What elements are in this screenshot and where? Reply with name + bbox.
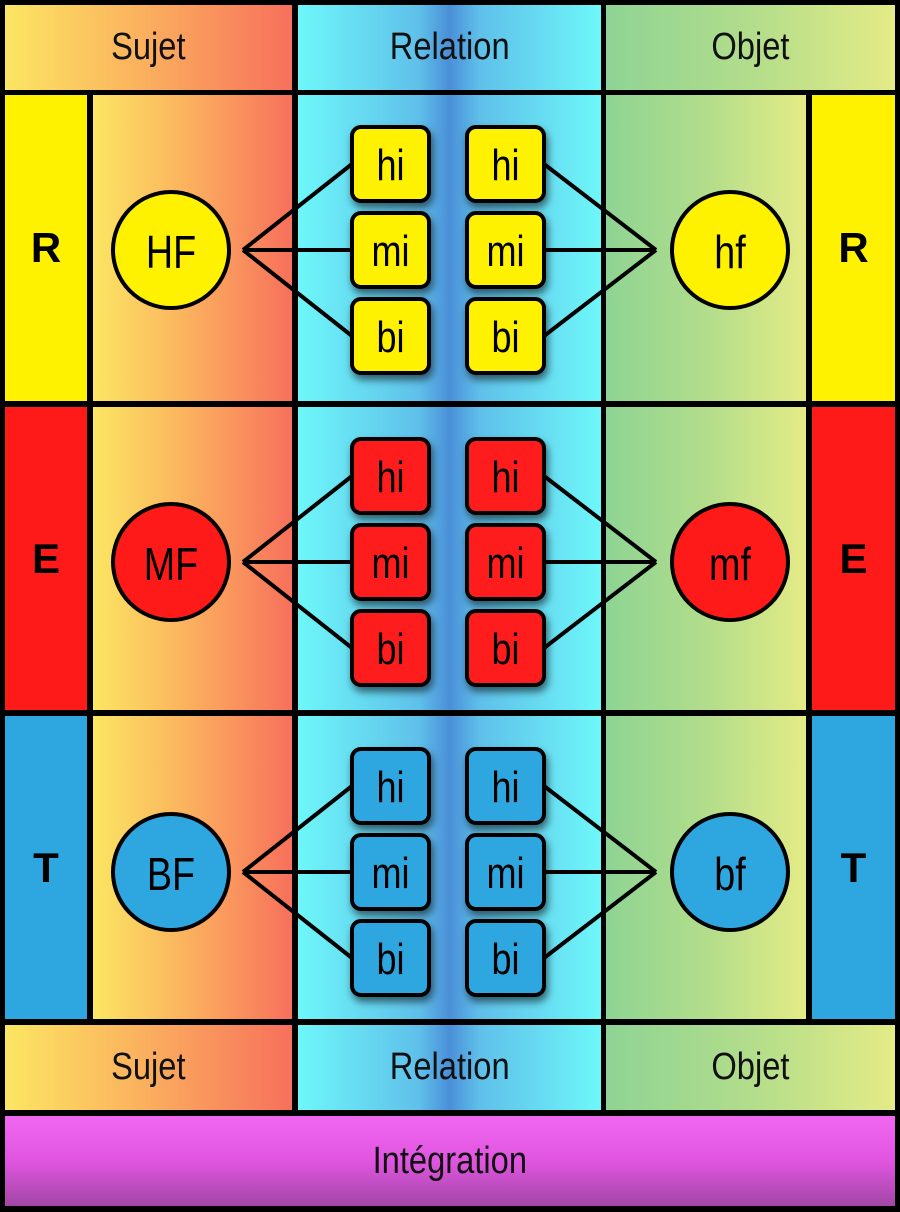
side-right-t: T — [812, 716, 895, 1019]
connector-left-t-2 — [241, 870, 354, 960]
connector-right-e-2 — [542, 560, 658, 650]
side-left-e-label: E — [31, 534, 60, 582]
right-box-label-r-hi: hi — [491, 140, 519, 189]
right-box-label-e-mi: mi — [486, 538, 524, 587]
footer-objet-label: Objet — [711, 1046, 790, 1088]
footer-relation-cell: Relation — [298, 1025, 601, 1110]
left-box-t-bi — [350, 919, 431, 997]
header-objet-cell: Objet — [606, 5, 895, 90]
relation-cell-e — [298, 407, 601, 710]
connector-left-e-0 — [241, 474, 354, 564]
side-right-t-label: T — [840, 843, 867, 891]
left-box-label-t-bi: bi — [376, 934, 404, 983]
right-box-label-t-hi: hi — [491, 762, 519, 811]
right-box-r-bi — [465, 297, 546, 375]
left-box-t-mi — [350, 833, 431, 911]
connector-left-r-0 — [241, 162, 354, 252]
right-box-e-mi — [465, 523, 546, 601]
object-label-t: bf — [714, 848, 746, 899]
side-right-e: E — [812, 407, 895, 710]
left-box-t-hi — [350, 747, 431, 825]
left-box-label-r-bi: bi — [376, 312, 404, 361]
subject-circle-t — [111, 812, 231, 932]
side-left-e: E — [5, 407, 87, 710]
side-left-r: R — [5, 95, 87, 401]
side-right-r-label: R — [838, 224, 869, 271]
left-box-e-bi — [350, 609, 431, 687]
left-box-label-r-hi: hi — [376, 140, 404, 189]
right-box-t-bi — [465, 919, 546, 997]
connector-right-e-0 — [542, 474, 658, 564]
right-box-label-t-bi: bi — [491, 934, 519, 983]
integration-bar: Intégration — [5, 1116, 895, 1206]
right-box-e-hi — [465, 437, 546, 515]
connector-right-r-0 — [542, 162, 658, 252]
right-box-r-hi — [465, 125, 546, 203]
object-label-e: mf — [709, 538, 751, 589]
left-box-label-e-mi: mi — [371, 538, 409, 587]
footer-sujet-label: Sujet — [111, 1046, 186, 1088]
right-box-t-hi — [465, 747, 546, 825]
header-relation-label: Relation — [389, 26, 510, 68]
side-left-t-label: T — [33, 843, 59, 891]
right-box-r-mi — [465, 211, 546, 289]
side-right-r: R — [812, 95, 895, 401]
left-box-e-mi — [350, 523, 431, 601]
header-objet-label: Objet — [711, 26, 790, 68]
object-circle-e — [670, 502, 790, 622]
right-box-label-e-bi: bi — [491, 624, 519, 673]
left-box-r-mi — [350, 211, 431, 289]
right-box-t-mi — [465, 833, 546, 911]
object-circle-t — [670, 812, 790, 932]
left-box-label-t-mi: mi — [371, 848, 409, 897]
side-right-e-label: E — [839, 534, 868, 582]
subject-label-t: BF — [147, 848, 195, 899]
subject-label-e: MF — [144, 538, 198, 589]
header-sujet-label: Sujet — [111, 26, 186, 68]
footer-sujet-cell: Sujet — [5, 1025, 292, 1110]
connector-left-t-0 — [241, 784, 354, 874]
relation-cell-t — [298, 716, 601, 1019]
footer-objet-cell: Objet — [606, 1025, 895, 1110]
header-sujet-cell: Sujet — [5, 5, 292, 90]
connector-right-t-0 — [542, 784, 658, 874]
left-box-r-hi — [350, 125, 431, 203]
header-relation-cell: Relation — [298, 5, 601, 90]
left-box-label-e-bi: bi — [376, 624, 404, 673]
side-left-t: T — [5, 716, 87, 1019]
subject-label-r: HF — [146, 226, 196, 277]
object-label-r: hf — [714, 226, 746, 277]
connector-right-r-2 — [542, 248, 658, 338]
right-box-label-r-bi: bi — [491, 312, 519, 361]
connector-left-r-2 — [241, 248, 354, 338]
left-box-label-r-mi: mi — [371, 226, 409, 275]
right-box-label-t-mi: mi — [486, 848, 524, 897]
integration-label: Intégration — [372, 1139, 528, 1182]
left-box-r-bi — [350, 297, 431, 375]
left-box-label-t-hi: hi — [376, 762, 404, 811]
side-left-r-label: R — [30, 224, 62, 271]
left-box-e-hi — [350, 437, 431, 515]
right-box-label-r-mi: mi — [486, 226, 524, 275]
connector-left-e-2 — [241, 560, 354, 650]
right-box-label-e-hi: hi — [491, 452, 519, 501]
left-box-label-e-hi: hi — [376, 452, 404, 501]
connector-right-t-2 — [542, 870, 658, 960]
object-circle-r — [670, 190, 790, 310]
right-box-e-bi — [465, 609, 546, 687]
footer-relation-label: Relation — [389, 1046, 510, 1088]
subject-circle-r — [111, 190, 231, 310]
subject-circle-e — [111, 502, 231, 622]
